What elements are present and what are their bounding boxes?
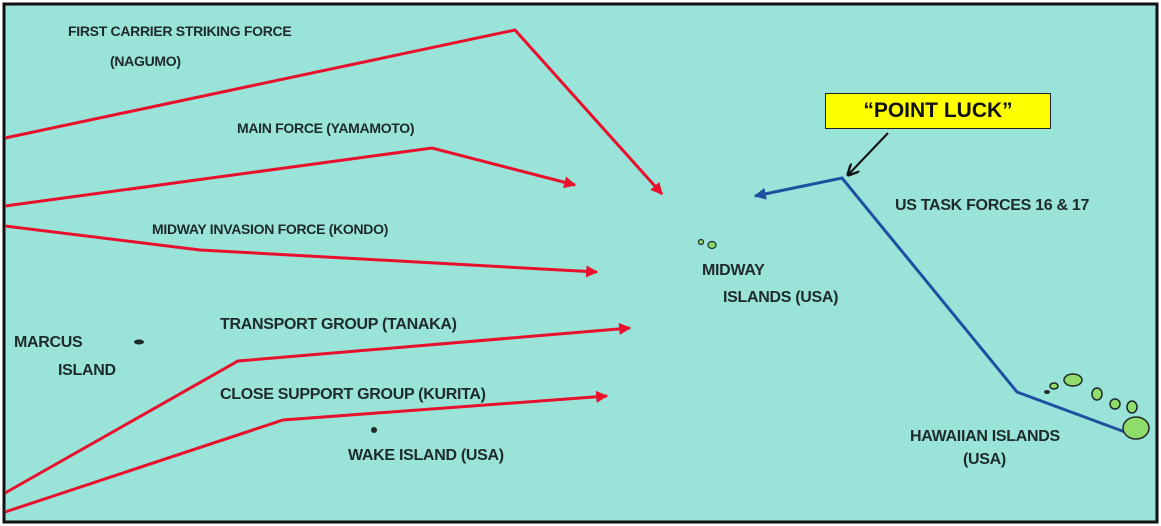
marcus-island-marker: [134, 339, 144, 345]
point-luck-pointer: [848, 132, 889, 175]
label-midway-line1: MIDWAY: [702, 262, 765, 279]
hawaiian-islands-marker: [1044, 373, 1150, 440]
label-midway-invasion-force: MIDWAY INVASION FORCE (KONDO): [152, 221, 389, 237]
label-us-task-forces: US TASK FORCES 16 & 17: [895, 197, 1090, 214]
label-marcus-line1: MARCUS: [14, 334, 83, 351]
label-first-carrier-striking-force: FIRST CARRIER STRIKING FORCE: [68, 23, 292, 39]
point-luck-callout: “POINT LUCK”: [825, 93, 1051, 129]
wake-island-marker: [371, 427, 377, 433]
label-transport-group: TRANSPORT GROUP (TANAKA): [220, 316, 457, 333]
label-nagumo: (NAGUMO): [110, 53, 181, 69]
route-main-force: [4, 146, 577, 208]
route-transport-group: [4, 322, 632, 495]
label-close-support-group: CLOSE SUPPORT GROUP (KURITA): [220, 386, 486, 403]
route-close-support-group: [4, 390, 609, 514]
label-main-force: MAIN FORCE (YAMAMOTO): [237, 120, 415, 136]
route-us-task-forces: [753, 176, 1126, 434]
route-first-carrier-striking-force: [4, 28, 664, 196]
midway-islands-marker: [697, 238, 717, 250]
label-midway-line2: ISLANDS (USA): [723, 289, 839, 306]
label-hawaiian-islands-line2: (USA): [963, 451, 1006, 468]
label-marcus-line2: ISLAND: [58, 362, 116, 379]
label-hawaiian-islands-line1: HAWAIIAN ISLANDS: [910, 428, 1060, 445]
route-midway-invasion-force: [4, 224, 599, 278]
label-wake-island: WAKE ISLAND (USA): [348, 447, 504, 464]
